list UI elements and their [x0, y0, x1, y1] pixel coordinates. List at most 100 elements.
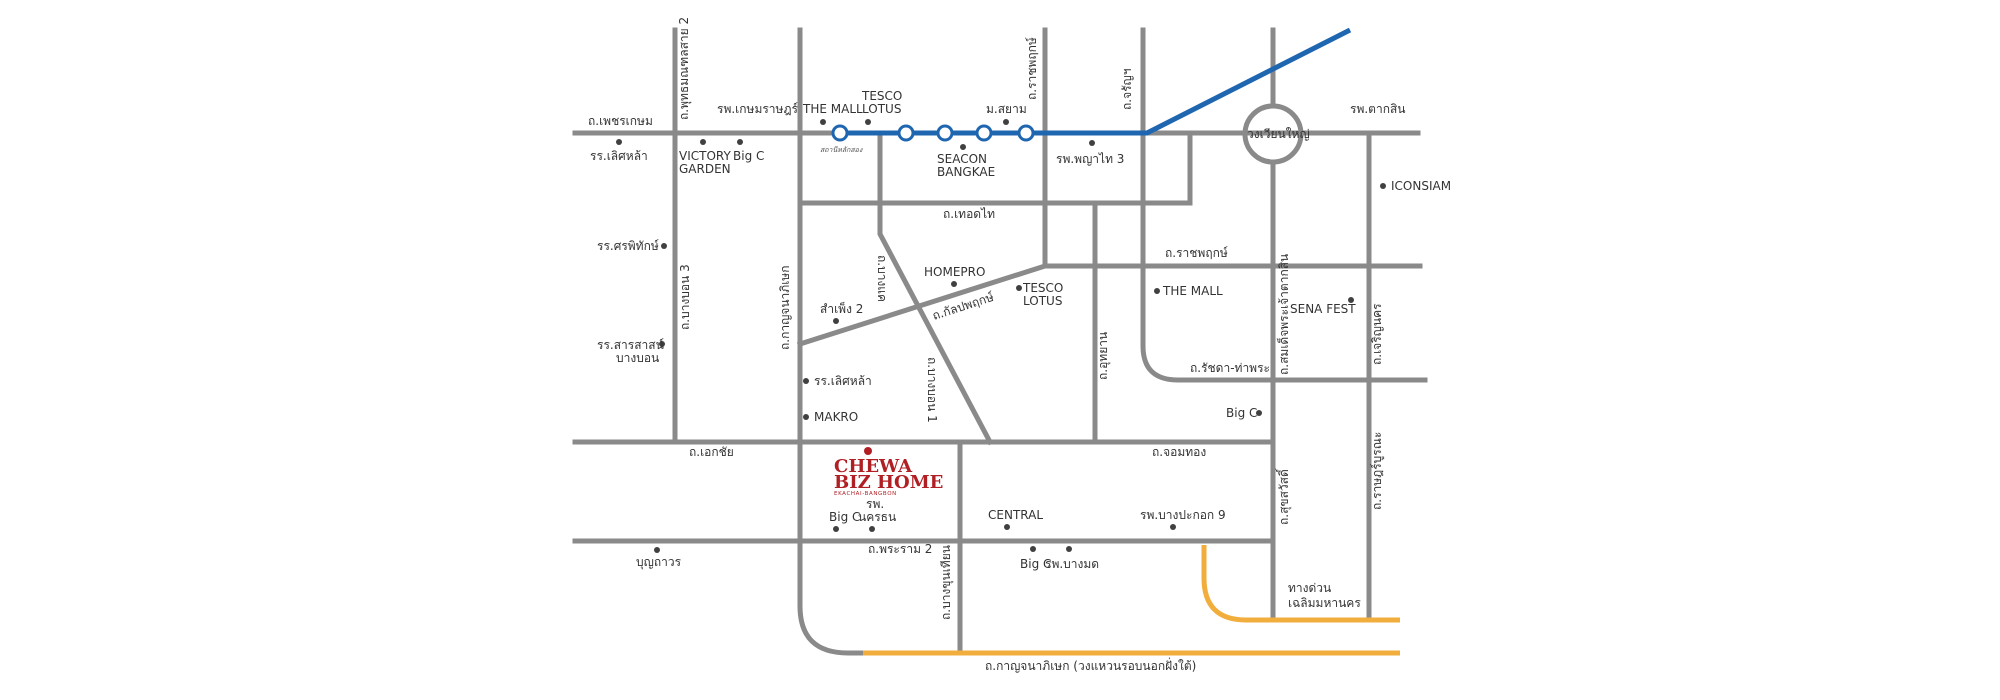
label-bunkhawon: บุญถาวร — [636, 555, 682, 570]
project-dot[interactable] — [864, 447, 872, 455]
poi-dot[interactable] — [1256, 410, 1262, 416]
label-phyathai3: รพ.พญาไท 3 — [1056, 152, 1124, 166]
label-lertlah-1: รร.เลิศหล้า — [590, 149, 648, 163]
road-kanchanaphisek — [797, 27, 866, 656]
poi-dots — [616, 119, 1386, 553]
label-nakhonthon-a: รพ. — [866, 497, 884, 511]
road-labels: ถ.เพชรเกษม ถ.พุทธมณฑลสาย 2 ถ.ราชพฤกษ์ ถ.… — [588, 17, 1385, 673]
poi-dot[interactable] — [803, 378, 809, 384]
label-bigc-3: Big C — [829, 510, 860, 524]
label-seacon-a: SEACON — [937, 152, 987, 166]
label-kanchanaphisek-ring: ถ.กาญจนาภิเษก (วงแหวนรอบนอกฝั่งใต้) — [985, 657, 1196, 673]
poi-dot[interactable] — [616, 139, 622, 145]
label-thoet-thai: ถ.เทอดไท — [943, 207, 995, 221]
poi-dot[interactable] — [803, 414, 809, 420]
label-makro: MAKRO — [814, 410, 858, 424]
label-nakhonthon-b: นครธน — [858, 510, 896, 524]
label-sena-fest: SENA FEST — [1290, 302, 1356, 316]
brand-line1: CHEWA — [834, 456, 913, 477]
label-expressway-1: ทางด่วน — [1288, 581, 1331, 595]
poi-dot[interactable] — [960, 144, 966, 150]
label-the-mall-2: THE MALL — [1162, 284, 1223, 298]
poi-dot[interactable] — [1380, 183, 1386, 189]
bts-line — [831, 27, 1352, 142]
poi-dot[interactable] — [1004, 524, 1010, 530]
brand-line2: BIZ HOME — [834, 472, 943, 493]
label-bigc-4: Big C — [1020, 557, 1051, 571]
label-expressway-2: เฉลิมมหานคร — [1288, 596, 1361, 610]
label-iconsiam: ICONSIAM — [1391, 179, 1451, 193]
label-bigc-2: Big C — [1226, 406, 1257, 420]
poi-dot[interactable] — [951, 281, 957, 287]
label-bang-khae-diag: ถ.บางแค — [875, 255, 889, 302]
poi-dot[interactable] — [1154, 288, 1160, 294]
poi-dot[interactable] — [833, 526, 839, 532]
bts-station-laksong[interactable] — [831, 124, 849, 142]
label-phutthamonthon-sai2: ถ.พุทธมณฑลสาย 2 — [677, 17, 692, 120]
label-homepro: HOMEPRO — [924, 265, 985, 279]
poi-dot[interactable] — [833, 318, 839, 324]
label-kanchanaphisek: ถ.กาญจนาภิเษก — [778, 266, 792, 350]
poi-dot[interactable] — [1170, 524, 1176, 530]
label-charan: ถ.จรัญฯ — [1120, 68, 1134, 110]
label-sorphithak: รร.ศรพิทักษ์ — [597, 239, 659, 253]
poi-dot[interactable] — [1003, 119, 1009, 125]
label-kasemrad: รพ.เกษมราษฎร์ — [717, 102, 799, 116]
label-ratchaphruek: ถ.ราชพฤกษ์ — [1165, 246, 1228, 260]
poi-dot[interactable] — [1066, 546, 1072, 552]
label-sampheng2: สำเพ็ง 2 — [820, 301, 863, 316]
label-mahidol: ม.สยาม — [986, 102, 1027, 116]
poi-dot[interactable] — [865, 119, 871, 125]
label-tesco-2a: TESCO — [1022, 281, 1063, 295]
poi-dot[interactable] — [737, 139, 743, 145]
label-saraswat-b: บางบอน — [616, 351, 659, 365]
poi-dot[interactable] — [661, 243, 667, 249]
label-bang-bon1: ถ.บางบอน 1 — [925, 357, 939, 423]
label-the-mall-1: THE MALL — [802, 102, 863, 116]
label-chom-thong: ถ.จอมทอง — [1152, 445, 1206, 459]
label-bang-bon3: ถ.บางบอน 3 — [678, 264, 692, 330]
label-rat-burana: ถ.ราษฎร์บูรณะ — [1370, 432, 1385, 510]
poi-dot[interactable] — [869, 526, 875, 532]
label-ratchada-thapra: ถ.รัชดา-ท่าพระ — [1190, 361, 1270, 375]
poi-dot[interactable] — [820, 119, 826, 125]
wongwian-yai-roundabout — [1242, 103, 1304, 165]
bts-station-3[interactable] — [936, 124, 954, 142]
bts-station-5[interactable] — [1017, 124, 1035, 142]
poi-dot[interactable] — [1016, 285, 1022, 291]
place-labels: รพ.เกษมราษฎร์ THE MALL TESCO LOTUS ม.สยา… — [590, 89, 1451, 571]
label-tesco-1a: TESCO — [861, 89, 902, 103]
label-saraswat-a: รร.สารสาสน์ — [597, 338, 664, 352]
bts-station-4[interactable] — [975, 124, 993, 142]
road-ratchada-thapra — [1140, 263, 1428, 383]
label-station-note: สถานีหลักสอง — [820, 146, 863, 154]
label-seacon-b: BANGKAE — [937, 165, 995, 179]
label-bangpakok9: รพ.บางปะกอก 9 — [1140, 508, 1226, 522]
bts-station-2[interactable] — [897, 124, 915, 142]
label-bang-khun-thian: ถ.บางขุนเทียน — [939, 545, 954, 620]
road-bang-bon1 — [877, 130, 994, 446]
project-marker[interactable]: CHEWA BIZ HOME EKACHAI-BANGBON — [834, 447, 943, 497]
label-tesco-2b: LOTUS — [1023, 294, 1062, 308]
poi-dot[interactable] — [1089, 140, 1095, 146]
label-ratchaphruek-top: ถ.ราชพฤกษ์ — [1025, 37, 1039, 100]
label-bigc-1: Big C — [733, 149, 764, 163]
label-central: CENTRAL — [988, 508, 1043, 522]
road-thoet-thai — [797, 130, 1193, 206]
poi-dot[interactable] — [659, 341, 665, 347]
poi-dot[interactable] — [700, 139, 706, 145]
label-bangmod: รพ.บางมด — [1045, 557, 1099, 571]
label-ekkachai: ถ.เอกชัย — [689, 445, 734, 459]
expressway-lines — [863, 545, 1400, 656]
poi-dot[interactable] — [654, 547, 660, 553]
label-rama2: ถ.พระราม 2 — [868, 542, 932, 556]
poi-dot[interactable] — [1348, 297, 1354, 303]
label-tesco-1b: LOTUS — [862, 102, 901, 116]
road-kalapaphruek — [796, 262, 1049, 348]
label-victory-a: VICTORY — [679, 149, 731, 163]
brand-tagline: EKACHAI-BANGBON — [834, 491, 897, 497]
poi-dot[interactable] — [1030, 546, 1036, 552]
label-kalapaphruek: ถ.กัลปพฤกษ์ — [931, 290, 996, 323]
label-lertlah-2: รร.เลิศหล้า — [814, 374, 872, 388]
